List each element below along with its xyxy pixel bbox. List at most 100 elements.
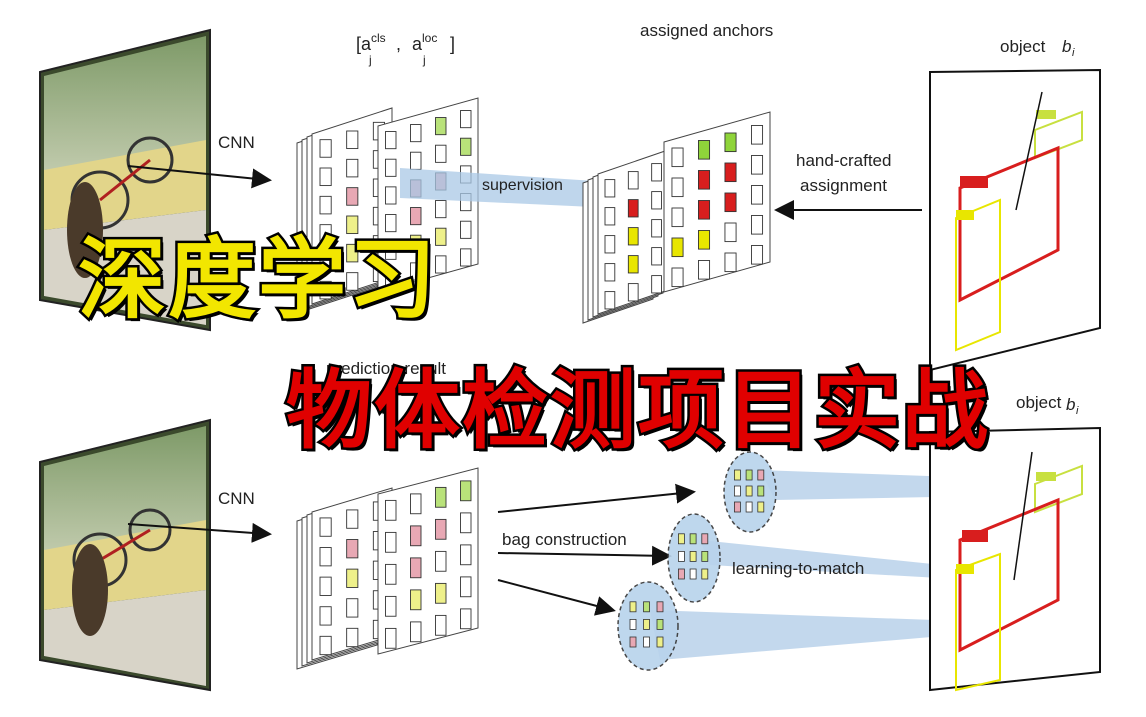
handcrafted-label-line2: assignment xyxy=(800,176,887,195)
anchor-cell xyxy=(698,230,711,250)
anchor-cell xyxy=(435,486,447,508)
anchor-cell xyxy=(627,199,639,218)
anchor-cell xyxy=(460,220,472,239)
bag-anchor xyxy=(678,568,685,580)
bag-anchor xyxy=(745,501,753,513)
anchor-cell xyxy=(385,241,397,260)
anchor-bags xyxy=(617,451,777,671)
bottom-feature-stack-cls xyxy=(296,487,393,670)
anchor-cell xyxy=(751,125,764,145)
anchor-cell xyxy=(671,147,684,168)
anchor-cell xyxy=(385,131,397,150)
overlay-title-object-detection: 物体检测项目实战 xyxy=(284,361,991,461)
bag-anchor xyxy=(734,485,741,497)
svg-text:]: ] xyxy=(450,34,455,54)
anchor-cell xyxy=(627,171,639,190)
bag-anchor xyxy=(734,469,741,481)
anchor-cell xyxy=(698,170,711,190)
match-beam-3 xyxy=(650,610,990,660)
svg-text:[acls: [acls xyxy=(356,31,386,54)
anchor-cell xyxy=(346,158,359,178)
bag-anchor xyxy=(745,485,753,497)
anchor-cell xyxy=(385,186,397,205)
bag-anchor xyxy=(656,601,664,613)
anchor-cell xyxy=(385,627,397,649)
anchor-cell xyxy=(671,207,684,228)
anchor-cell xyxy=(346,568,359,588)
anchor-cell xyxy=(460,544,472,566)
anchor-cell xyxy=(460,480,472,502)
assigned-anchors-label: assigned anchors xyxy=(640,21,773,40)
svg-text:,: , xyxy=(396,34,401,54)
bag-anchor xyxy=(689,568,697,580)
bag-anchor xyxy=(656,636,664,648)
anchor-cell xyxy=(435,614,447,636)
bag-anchor xyxy=(678,551,685,562)
bag-anchor xyxy=(757,469,765,481)
bag-anchor xyxy=(689,551,697,562)
anchor-cell xyxy=(410,493,422,515)
anchor-cell xyxy=(410,262,422,281)
bag-arrow-2 xyxy=(497,545,672,566)
anchor-cell xyxy=(651,191,662,210)
anchor-cell xyxy=(460,608,472,630)
svg-text:aloc: aloc xyxy=(412,31,437,54)
svg-text:i: i xyxy=(1076,405,1079,417)
bag-anchor xyxy=(745,469,753,481)
anchor-cell xyxy=(319,576,332,596)
anchor-cell xyxy=(460,576,472,598)
bag-anchor xyxy=(643,601,650,613)
anchor-cell xyxy=(604,207,616,226)
top-feature-stack-cls xyxy=(296,107,393,314)
assigned-stack-loc xyxy=(663,111,771,293)
handcrafted-label-line1: hand-crafted xyxy=(796,151,891,170)
anchor-cell xyxy=(385,563,397,585)
anchor-cell xyxy=(410,525,422,547)
bottom-cnn-label: CNN xyxy=(218,489,255,508)
anchor-cell xyxy=(385,214,397,233)
bag-anchor xyxy=(757,485,765,497)
bag-anchor xyxy=(629,636,637,648)
anchor-cell xyxy=(724,132,737,153)
anchor-cell xyxy=(410,621,422,643)
anchor-cell xyxy=(751,155,764,175)
anchor-cell xyxy=(410,557,422,579)
anchor-cell xyxy=(410,124,422,143)
anchor-cell xyxy=(435,144,447,163)
anchor-cell xyxy=(651,219,662,238)
anchor-cell xyxy=(604,179,616,198)
bottom-object-panel xyxy=(929,426,1101,692)
anchor-cell xyxy=(410,234,422,253)
bottom-photo xyxy=(39,418,211,692)
overlay-title-deep-learning: 深度学习 xyxy=(75,228,439,331)
anchor-cell xyxy=(751,215,764,235)
bag-arrow-1 xyxy=(497,483,696,513)
bag-anchor xyxy=(629,619,637,630)
anchor-cell xyxy=(319,252,332,272)
bag-anchor xyxy=(643,636,650,648)
anchor-cell xyxy=(385,499,397,521)
anchor-cell xyxy=(460,110,472,129)
anchor-cell xyxy=(627,255,639,274)
assigned-stack-cls xyxy=(582,149,669,324)
anchor-cell xyxy=(460,512,472,534)
anchor-cell xyxy=(724,252,737,273)
anchor-cell xyxy=(319,547,332,567)
anchor-cell xyxy=(319,139,332,158)
bottom-cnn-arrow xyxy=(127,522,272,543)
anchor-cell xyxy=(346,598,359,618)
anchor-cell xyxy=(627,227,639,246)
bag-anchor xyxy=(701,533,709,545)
anchor-cell xyxy=(319,224,332,243)
bag-anchor xyxy=(734,501,741,513)
anchor-cell xyxy=(698,140,711,160)
supervision-label: supervision xyxy=(482,177,563,194)
anchor-cell xyxy=(410,589,422,611)
svg-text:object: object xyxy=(1000,37,1046,56)
bag-construction-label: bag construction xyxy=(502,530,627,549)
anchor-cell xyxy=(319,517,332,537)
bag-anchor xyxy=(701,551,709,562)
anchor-cell xyxy=(385,531,397,553)
top-object-panel xyxy=(929,68,1101,372)
